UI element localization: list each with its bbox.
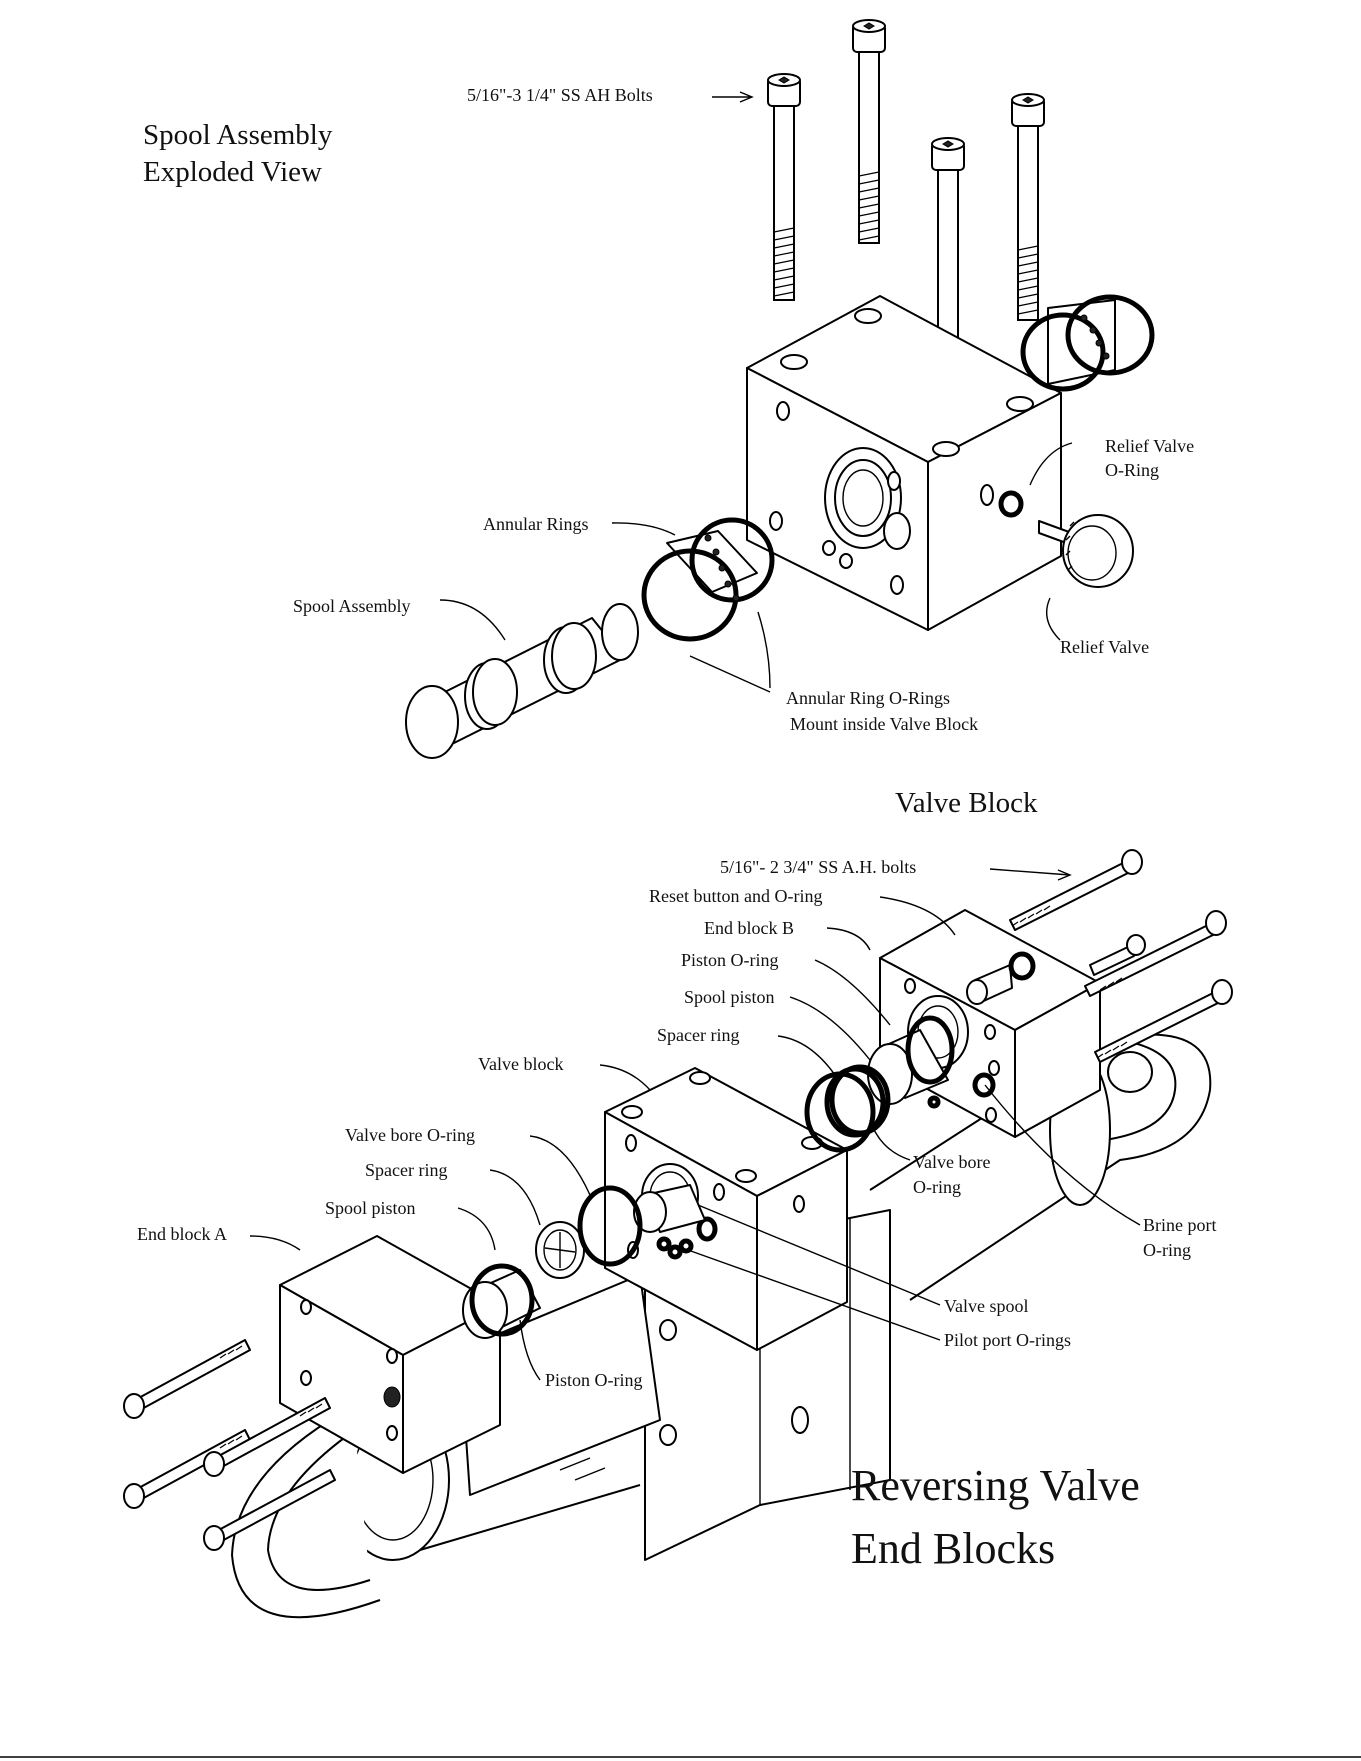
end-block-a-label: End block A — [137, 1224, 227, 1244]
spool-piston-b-label: Spool piston — [684, 987, 775, 1007]
brine-port-label-line2: O-ring — [1143, 1240, 1191, 1260]
spool-piston-b — [804, 1015, 955, 1153]
bolts-label-bottom: 5/16"- 2 3/4" SS A.H. bolts — [720, 857, 916, 877]
end-block-b — [879, 909, 1101, 1138]
reset-button-label: Reset button and O-ring — [649, 886, 822, 906]
annular-ring-left — [641, 517, 775, 642]
piston-oring-b-label: Piston O-ring — [681, 950, 779, 970]
relief-oring-label-line2: O-Ring — [1105, 460, 1159, 480]
top-leader-lines — [439, 91, 1073, 693]
valve-spool-label: Valve spool — [944, 1296, 1029, 1316]
valve-block-caption: Valve Block — [895, 787, 1038, 819]
bottom-valve-block — [604, 1067, 848, 1351]
relief-valve-label: Relief Valve — [1060, 637, 1149, 657]
bolt-2 — [852, 19, 886, 244]
bolt-4 — [1011, 93, 1045, 321]
annular-rings-label: Annular Rings — [483, 514, 589, 534]
annular-ring-right — [1020, 294, 1155, 392]
valve-bore-oring-a-label: Valve bore O-ring — [345, 1125, 475, 1145]
end-block-b-label: End block B — [704, 918, 794, 938]
spool-assembly-label: Spool Assembly — [293, 596, 411, 616]
relief-oring-label-line1: Relief Valve — [1105, 436, 1194, 456]
valve-block-label: Valve block — [478, 1054, 563, 1074]
annular-orings-label-line2: Mount inside Valve Block — [790, 714, 978, 734]
annular-orings-label-line1: Annular Ring O-Rings — [786, 688, 950, 708]
spool-piston-a-label: Spool piston — [325, 1198, 416, 1218]
bottom-bolts-right — [1009, 849, 1233, 1063]
reset-button — [966, 951, 1036, 1005]
spacer-ring-b-label: Spacer ring — [657, 1025, 739, 1045]
bottom-diagram: 5/16"- 2 3/4" SS A.H. bolts Reset button… — [123, 849, 1233, 1619]
top-title-line2: Exploded View — [143, 156, 322, 188]
brine-port-label-line1: Brine port — [1143, 1215, 1217, 1235]
bottom-leader-lines — [249, 868, 1141, 1381]
spool-piston-a — [462, 1185, 643, 1339]
valve-bore-oring-b-label-line1: Valve bore — [913, 1152, 990, 1172]
pilot-port-orings-label: Pilot port O-rings — [944, 1330, 1071, 1350]
bolts-label-top: 5/16"-3 1/4" SS AH Bolts — [467, 85, 653, 105]
bottom-title-line2: End Blocks — [851, 1524, 1055, 1573]
valve-bore-oring-b-label-line2: O-ring — [913, 1177, 961, 1197]
spool-assembly-part — [405, 603, 639, 759]
valve-block — [746, 295, 1062, 631]
bottom-title-line1: Reversing Valve — [851, 1461, 1140, 1510]
top-title-line1: Spool Assembly — [143, 119, 333, 151]
bolt-1 — [767, 73, 801, 301]
spacer-ring-a-label: Spacer ring — [365, 1160, 447, 1180]
piston-oring-a-label: Piston O-ring — [545, 1370, 643, 1390]
relief-valve — [998, 490, 1134, 588]
top-diagram: Spool Assembly Exploded View 5/16"-3 1/4… — [143, 19, 1194, 819]
bolt-threads — [773, 171, 1039, 315]
bottom-bolts-left — [123, 1339, 336, 1551]
left-cylinder — [459, 1274, 661, 1496]
